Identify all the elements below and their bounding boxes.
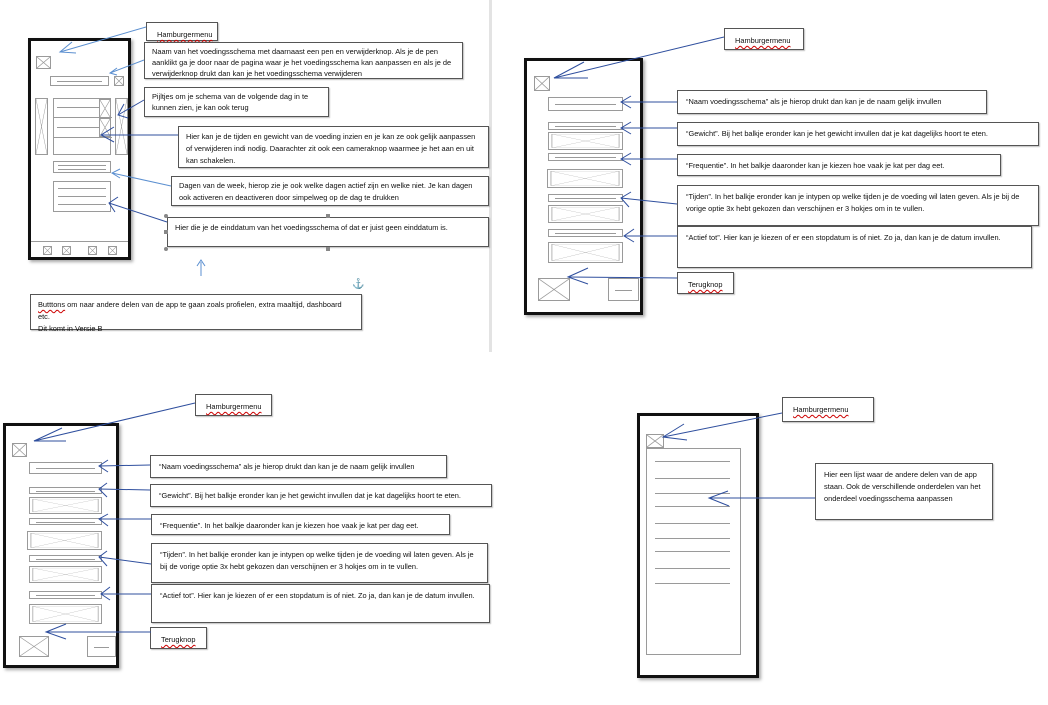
selection-handle[interactable] [164, 230, 168, 234]
annotation-weekdays: Dagen van de week, hierop zie je ook wel… [171, 176, 489, 206]
wireframe-4-phone [637, 413, 759, 678]
schedule-name-field[interactable] [50, 76, 109, 86]
times-input-placeholder[interactable] [29, 566, 102, 583]
active-until-label-field[interactable] [29, 591, 102, 599]
annotation-frequency: “Frequentie”. In het balkje daaronder ka… [677, 154, 1001, 176]
selection-handle[interactable] [164, 247, 168, 251]
delete-placeholder-icon[interactable] [114, 76, 124, 86]
frequency-select-placeholder[interactable] [547, 169, 623, 188]
bottom-buttons-text: om naar andere delen van de app te gaan … [38, 300, 342, 321]
bottom-buttons-version: Dit komt in Versie B [38, 324, 103, 333]
previous-day-arrow-placeholder[interactable] [35, 98, 48, 155]
weekdays-bar[interactable] [53, 161, 111, 173]
next-day-arrow-placeholder[interactable] [115, 98, 128, 155]
frequency-label-field[interactable] [548, 153, 623, 161]
active-until-input-placeholder[interactable] [548, 242, 623, 263]
nav-button-placeholder-icon[interactable] [62, 246, 71, 255]
annotation-times: “Tijden”. In het balkje eronder kan je i… [677, 185, 1039, 226]
camera-toggle-placeholder-icon[interactable] [99, 118, 111, 137]
menu-item[interactable] [655, 461, 730, 462]
annotation-hamburgermenu: Hamburgermenu [146, 22, 218, 41]
annotation-end-date: Hier die je de einddatum van het voeding… [167, 217, 489, 247]
page-divider [489, 0, 492, 352]
times-label-field[interactable] [29, 555, 102, 562]
back-button-placeholder[interactable] [538, 278, 570, 301]
save-button-placeholder[interactable] [87, 636, 116, 657]
menu-item[interactable] [655, 506, 730, 507]
menu-item[interactable] [655, 538, 730, 539]
hamburger-menu-placeholder-icon[interactable] [12, 443, 27, 457]
hamburger-menu-placeholder-icon[interactable] [646, 434, 664, 448]
menu-item[interactable] [655, 583, 730, 584]
anchor-icon: ⚓ [352, 279, 365, 290]
active-until-label-field[interactable] [548, 229, 623, 237]
annotation-active-until: “Actief tot”. Hier kan je kiezen of er e… [677, 226, 1032, 268]
times-input-placeholder[interactable] [548, 205, 623, 223]
hamburger-menu-placeholder-icon[interactable] [534, 76, 550, 91]
menu-item[interactable] [655, 568, 730, 569]
misspelled-word: Butttons [38, 300, 66, 309]
wireframe-3-phone [3, 423, 119, 668]
weight-label-field[interactable] [29, 487, 102, 494]
annotation-hamburgermenu: Hamburgermenu [782, 397, 874, 422]
wireframe-1-phone [28, 38, 131, 260]
annotation-hamburgermenu: Hamburgermenu [724, 28, 804, 50]
annotation-schedule-name: Naam van het voedingsschema met daarnaas… [144, 42, 463, 79]
times-label-field[interactable] [548, 194, 623, 202]
weight-input-placeholder[interactable] [548, 132, 623, 150]
annotation-back-button: Terugknop [677, 272, 734, 294]
annotation-bottom-buttons: Butttons om naar andere delen van de app… [30, 294, 362, 333]
weight-label-field[interactable] [548, 122, 623, 130]
annotation-day-arrows: Pijltjes om je schema van de volgende da… [144, 87, 329, 117]
active-until-input-placeholder[interactable] [29, 604, 102, 624]
end-date-box[interactable] [53, 181, 111, 212]
annotation-feeding-times: Hier kan je de tijden en gewicht van de … [178, 126, 489, 168]
annotation-times: “Tijden”. In het balkje eronder kan je i… [151, 543, 488, 583]
feeding-times-panel [53, 98, 112, 155]
annotation-schedule-name: “Naam voedingsschema” als je hierop druk… [150, 455, 447, 478]
annotation-schedule-name: “Naam voedingsschema” als je hierop druk… [677, 90, 987, 114]
save-button-placeholder[interactable] [608, 278, 639, 301]
frequency-select-placeholder[interactable] [27, 531, 102, 550]
menu-item[interactable] [655, 493, 730, 494]
annotation-frequency: “Frequentie”. In het balkje daaronder ka… [151, 514, 450, 535]
menu-item[interactable] [655, 523, 730, 524]
schedule-name-field[interactable] [548, 97, 623, 111]
menu-item[interactable] [655, 478, 730, 479]
nav-button-placeholder-icon[interactable] [43, 246, 52, 255]
nav-button-placeholder-icon[interactable] [88, 246, 97, 255]
wireframe-2-phone [524, 58, 643, 315]
weight-input-placeholder[interactable] [29, 497, 102, 514]
annotation-back-button: Terugknop [150, 627, 207, 649]
selection-handle[interactable] [326, 214, 330, 218]
annotation-hamburgermenu: Hamburgermenu [195, 394, 272, 416]
camera-toggle-placeholder-icon[interactable] [99, 99, 111, 118]
bottom-nav-divider [31, 241, 128, 242]
hamburger-menu-placeholder-icon[interactable] [36, 56, 51, 69]
annotation-weight: “Gewicht”. Bij het balkje eronder kan je… [677, 122, 1039, 146]
schedule-name-field[interactable] [29, 462, 102, 474]
nav-button-placeholder-icon[interactable] [108, 246, 117, 255]
frequency-label-field[interactable] [29, 518, 102, 525]
selection-handle[interactable] [164, 214, 168, 218]
annotation-weight: “Gewicht”. Bij het balkje eronder kan je… [150, 484, 492, 507]
selection-handle[interactable] [326, 247, 330, 251]
annotation-active-until: “Actief tot”. Hier kan je kiezen of er e… [151, 584, 490, 623]
side-menu-list [646, 448, 741, 655]
annotation-menu-list: Hier een lijst waar de andere delen van … [815, 463, 993, 520]
menu-item[interactable] [655, 551, 730, 552]
back-button-placeholder[interactable] [19, 636, 49, 657]
